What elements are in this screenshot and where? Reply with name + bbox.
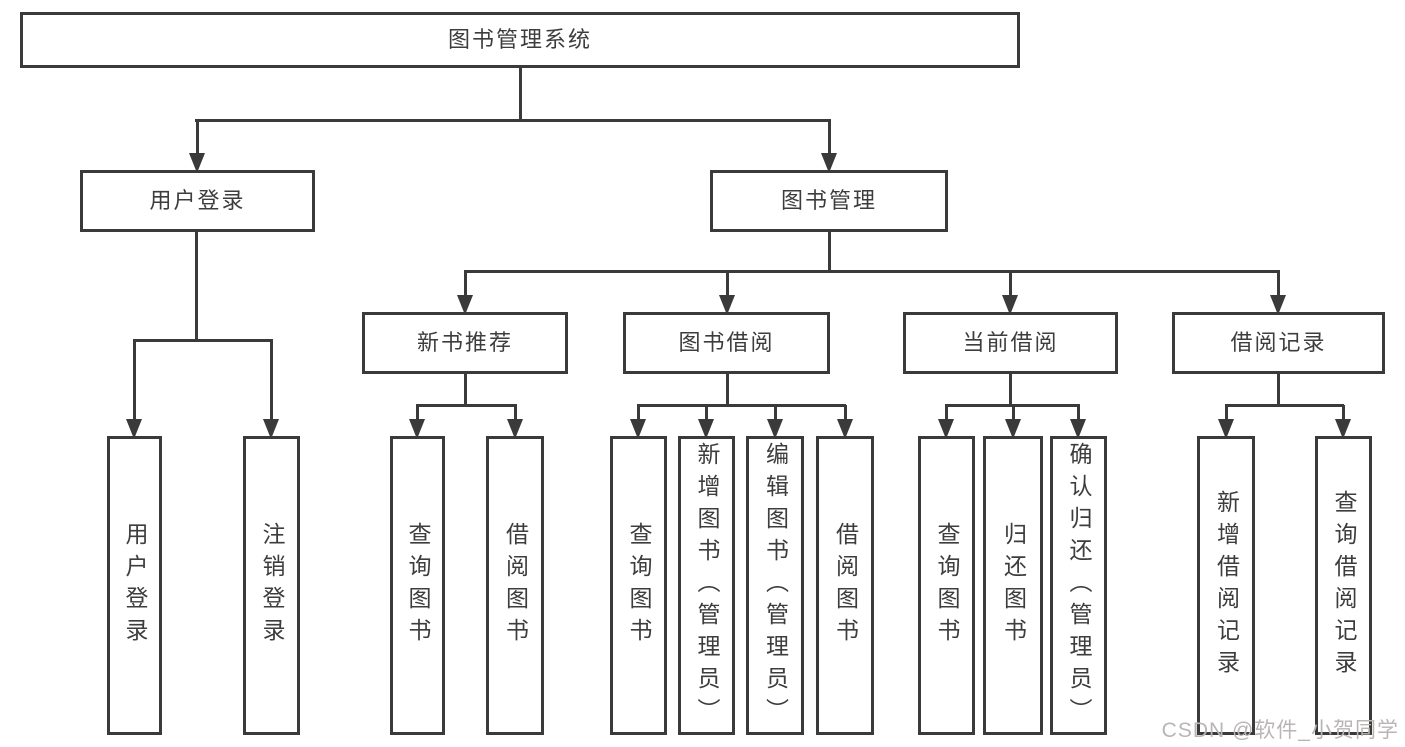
connector-line	[705, 405, 708, 421]
connector-line	[270, 340, 273, 421]
connector-line	[1342, 405, 1345, 421]
node-label: 借阅图书	[832, 521, 859, 650]
arrow-down-icon	[1002, 295, 1018, 315]
node-newbook: 新书推荐	[362, 312, 568, 374]
node-label: 新书推荐	[416, 330, 513, 355]
node-leaf-cur-return: 归还图书	[983, 436, 1043, 735]
connector-line	[133, 340, 136, 421]
arrow-down-icon	[189, 153, 205, 173]
node-label: 归还图书	[1000, 521, 1027, 650]
arrow-down-icon	[630, 419, 646, 439]
arrow-down-icon	[837, 419, 853, 439]
connector-line	[1012, 405, 1015, 421]
arrow-down-icon	[263, 419, 279, 439]
arrow-down-icon	[1335, 419, 1351, 439]
arrow-down-icon	[507, 419, 523, 439]
connector-line	[828, 120, 831, 155]
connector-line	[464, 271, 467, 297]
arrow-down-icon	[1005, 419, 1021, 439]
node-label: 用户登录	[122, 521, 148, 650]
node-borrowmod: 图书借阅	[623, 312, 830, 374]
connector-line	[1277, 271, 1280, 297]
connector-line	[844, 405, 847, 421]
connector-line	[519, 68, 522, 121]
arrow-down-icon	[698, 419, 714, 439]
node-root: 图书管理系统	[20, 12, 1020, 68]
connector-line	[464, 374, 467, 406]
connector-line	[1009, 271, 1012, 297]
connector-line	[195, 119, 831, 122]
connector-line	[416, 405, 419, 421]
arrow-down-icon	[938, 419, 954, 439]
node-current: 当前借阅	[903, 312, 1118, 374]
connector-line	[133, 339, 273, 342]
connector-line	[416, 404, 517, 407]
node-label: 图书管理系统	[447, 27, 592, 52]
node-label: 查询图书	[934, 521, 960, 650]
connector-line	[726, 271, 729, 297]
node-leaf-bw-borrow: 借阅图书	[816, 436, 874, 735]
node-leaf-bw-query: 查询图书	[610, 436, 667, 735]
node-leaf-bw-add: 新增图书（管理员）	[678, 436, 735, 735]
node-login: 用户登录	[80, 170, 315, 232]
node-label: 图书管理	[780, 188, 877, 213]
arrow-down-icon	[457, 295, 473, 315]
node-leaf-user-login: 用户登录	[107, 436, 162, 735]
node-label: 借阅图书	[502, 521, 529, 650]
connector-line	[464, 270, 1280, 273]
node-label: 编辑图书（管理员）	[762, 441, 789, 730]
node-label: 用户登录	[149, 188, 246, 213]
arrow-down-icon	[1070, 419, 1086, 439]
node-label: 新增借阅记录	[1213, 489, 1240, 682]
node-label: 新增图书（管理员）	[694, 441, 720, 730]
connector-line	[637, 404, 846, 407]
node-leaf-rec-query: 查询借阅记录	[1315, 436, 1372, 735]
arrow-down-icon	[719, 295, 735, 315]
watermark: CSDN @软件_小贺同学	[1161, 719, 1399, 742]
node-label: 注销登录	[259, 521, 285, 650]
connector-line	[1225, 404, 1344, 407]
connector-line	[945, 405, 948, 421]
arrow-down-icon	[1218, 419, 1234, 439]
connector-line	[514, 405, 517, 421]
arrow-down-icon	[409, 419, 425, 439]
node-leaf-cur-query: 查询图书	[918, 436, 975, 735]
arrow-down-icon	[821, 153, 837, 173]
arrow-down-icon	[126, 419, 142, 439]
arrow-down-icon	[767, 419, 783, 439]
node-leaf-nb-borrow: 借阅图书	[486, 436, 544, 735]
node-label: 图书借阅	[678, 330, 775, 355]
node-leaf-user-logout: 注销登录	[243, 436, 300, 735]
node-leaf-bw-edit: 编辑图书（管理员）	[746, 436, 804, 735]
node-label: 查询借阅记录	[1331, 489, 1357, 682]
node-label: 查询图书	[626, 521, 652, 650]
connector-line	[1277, 374, 1280, 406]
node-leaf-rec-add: 新增借阅记录	[1197, 436, 1255, 735]
connector-line	[1009, 374, 1012, 406]
connector-line	[637, 405, 640, 421]
connector-line	[726, 374, 729, 406]
node-label: 查询图书	[405, 521, 431, 650]
connector-line	[828, 232, 831, 272]
node-mgmt: 图书管理	[710, 170, 948, 232]
connector-line	[1077, 405, 1080, 421]
node-records: 借阅记录	[1172, 312, 1385, 374]
node-label: 确认归还（管理员）	[1066, 441, 1092, 730]
connector-line	[195, 232, 198, 341]
node-leaf-nb-query: 查询图书	[390, 436, 445, 735]
connector-line	[1225, 405, 1228, 421]
node-leaf-cur-confirm: 确认归还（管理员）	[1050, 436, 1107, 735]
node-label: 借阅记录	[1230, 330, 1327, 355]
arrow-down-icon	[1270, 295, 1286, 315]
node-label: 当前借阅	[962, 330, 1059, 355]
connector-line	[196, 120, 199, 155]
connector-line	[774, 405, 777, 421]
